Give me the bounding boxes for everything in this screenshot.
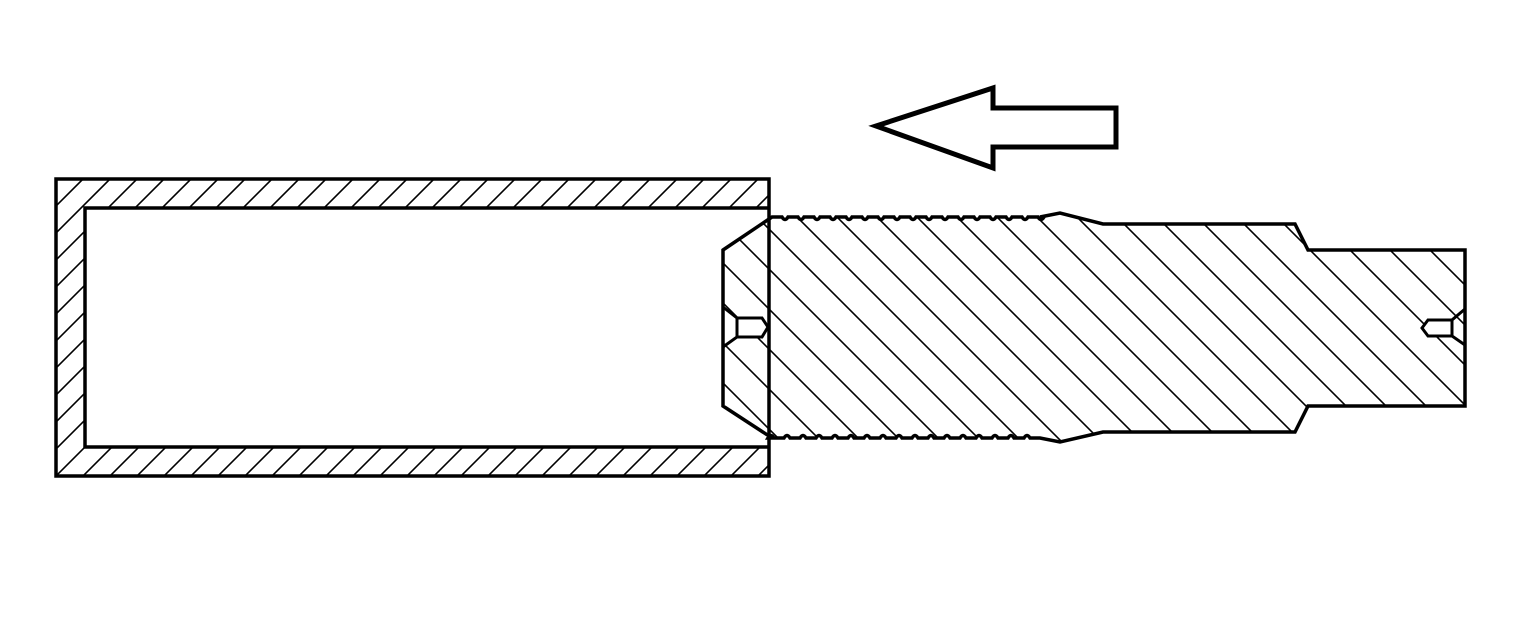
shaft-hatch-line <box>739 213 1001 442</box>
tube <box>54 177 771 478</box>
tube-hatch-line <box>56 179 219 476</box>
shaft-hatch-line <box>779 213 1041 442</box>
tube-hatch-line <box>430 179 732 476</box>
left-center-hole <box>722 305 770 349</box>
tube-hatch-line <box>56 179 300 476</box>
shaft-hatch-line <box>1139 213 1401 442</box>
tube-hatch-line <box>56 179 246 476</box>
tube-hatch-line <box>565 179 769 476</box>
tube-outer-outline <box>54 177 771 478</box>
shaft-hatch-line <box>1179 213 1441 442</box>
shaft-hatch-line <box>819 213 1081 442</box>
tube-hatch-line <box>56 179 57 476</box>
shaft-hatch-line <box>723 213 841 442</box>
shaft-hatch-line <box>899 213 1161 442</box>
tube-hatch-line <box>646 179 769 476</box>
tube-hatch-line <box>673 179 769 476</box>
right-center-hole <box>1420 307 1466 347</box>
shaft-hatch-line <box>1059 213 1321 442</box>
tube-hatch-line <box>376 179 678 476</box>
tube-hatch-line <box>79 179 381 476</box>
shaft <box>721 211 1467 444</box>
shaft-outline <box>721 211 1467 444</box>
tube-hatch-line <box>268 179 570 476</box>
tube-hatch-line <box>56 179 273 476</box>
shaft-hatch-line <box>723 213 761 442</box>
tube-hatch-line <box>56 179 165 476</box>
tube-hatch-line <box>295 179 597 476</box>
tube-hatch-line <box>56 179 354 476</box>
tube-hatch-line <box>106 179 408 476</box>
tube-hatch-line <box>160 179 462 476</box>
shaft-section-hatch <box>723 213 1465 442</box>
tube-hatch-line <box>214 179 516 476</box>
tube-hatch-line <box>187 179 489 476</box>
shaft-hatch-line <box>859 213 1121 442</box>
tube-hatch-line <box>538 179 769 476</box>
shaft-hatch-line <box>723 213 801 442</box>
shaft-hatch-line <box>1459 213 1465 442</box>
tube-hatch-line <box>241 179 543 476</box>
direction-arrow-left <box>868 84 1119 172</box>
shaft-hatch-line <box>979 213 1241 442</box>
shaft-hatch-line <box>723 213 921 442</box>
shaft-hatch-line <box>723 213 961 442</box>
tube-section-hatch <box>56 179 769 476</box>
tube-hatch-line <box>133 179 435 476</box>
tube-hatch-line <box>403 179 705 476</box>
tube-inner-outline <box>83 206 769 449</box>
shaft-hatch-line <box>1019 213 1281 442</box>
shaft-hatch-line <box>1099 213 1361 442</box>
tube-hatch-line <box>457 179 759 476</box>
shaft-hatch-line <box>1299 213 1465 442</box>
tube-hatch-line <box>56 179 111 476</box>
tube-hatch-line <box>322 179 624 476</box>
tube-hatch-line <box>56 179 327 476</box>
tube-hatch-line <box>349 179 651 476</box>
tube-hatch-line <box>56 179 192 476</box>
shaft-hatch-line <box>939 213 1201 442</box>
